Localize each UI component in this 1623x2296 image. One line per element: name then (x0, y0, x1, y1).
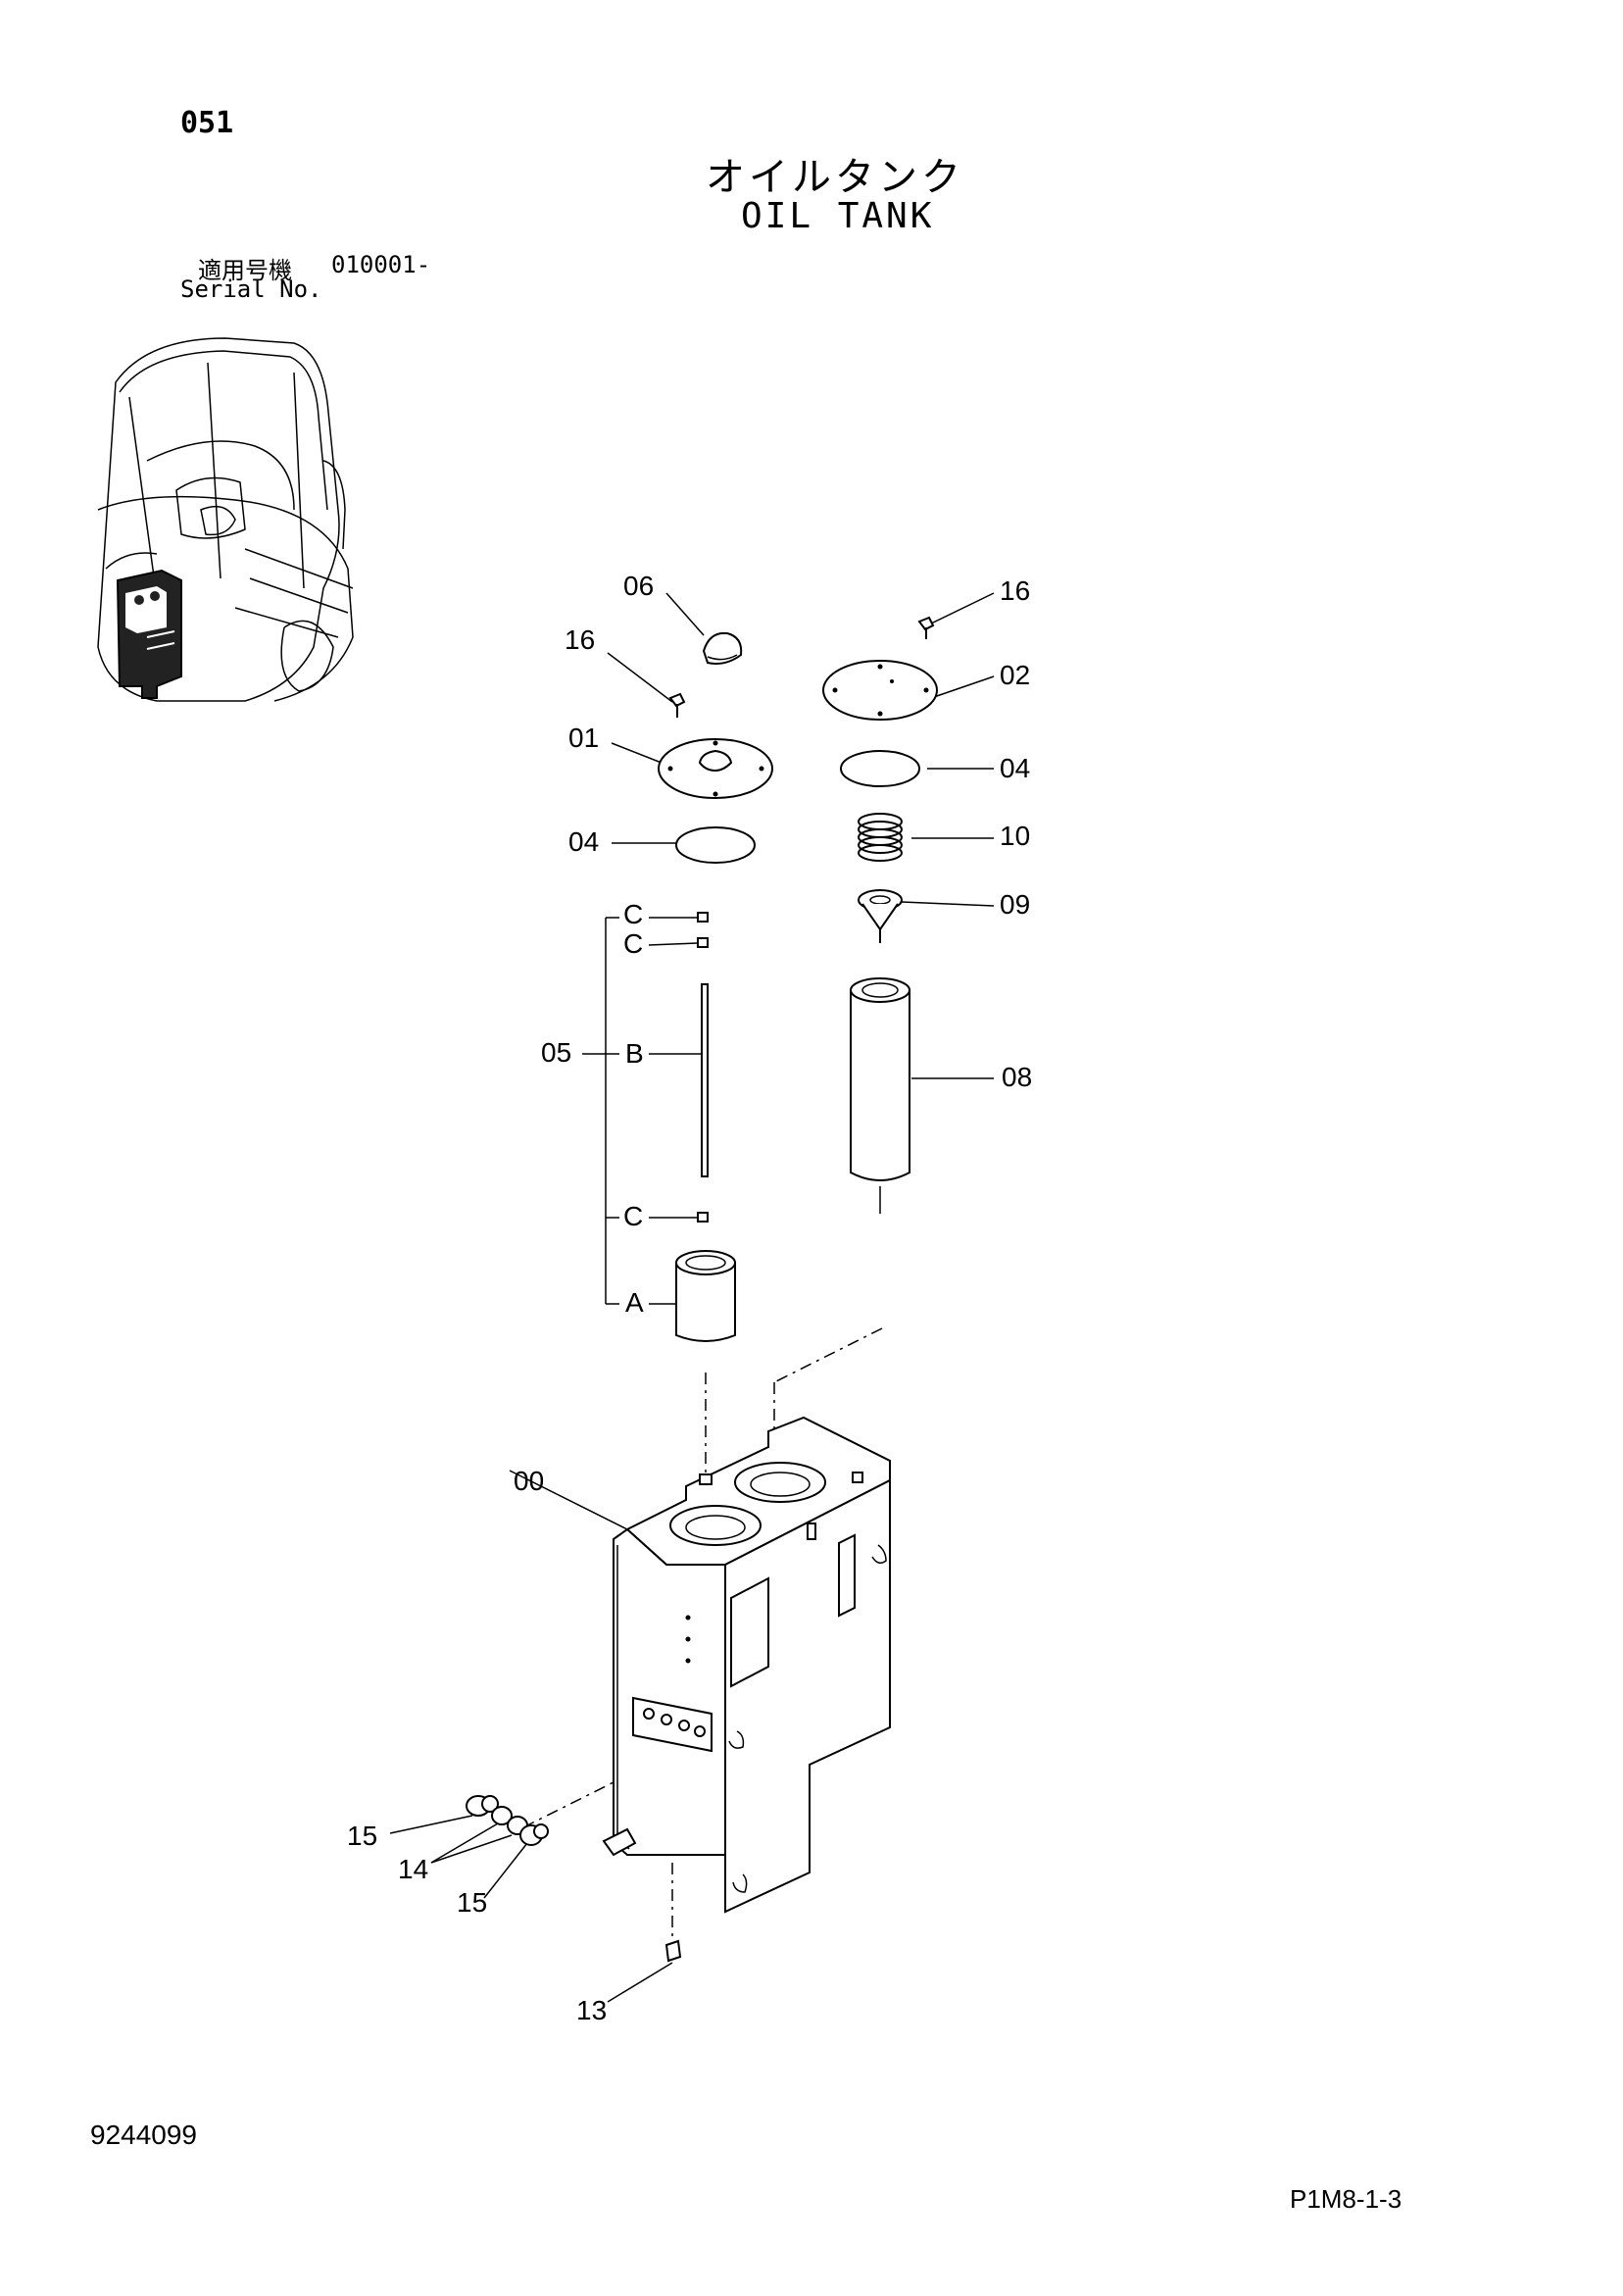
callout-sub-a: A (625, 1287, 644, 1318)
callout-02: 02 (1000, 660, 1030, 690)
part-10-spring (858, 813, 903, 862)
part-02-cover (822, 660, 938, 721)
callout-sub-c-2: C (623, 928, 643, 959)
page-number: 051 (180, 106, 234, 140)
callout-sub-c-3: C (623, 1201, 643, 1231)
callout-04-right: 04 (1000, 753, 1030, 783)
part-13-drain-plug (664, 1939, 682, 1963)
callout-sub-c-1: C (623, 899, 643, 929)
callout-08: 08 (1002, 1062, 1032, 1092)
part-14-adapter-1 (491, 1806, 513, 1825)
page-code: P1M8-1-3 (1290, 2184, 1402, 2214)
part-09-valve (858, 889, 903, 943)
part-08-filter-element (850, 977, 910, 1214)
page-title-japanese: オイルタンク (706, 155, 964, 200)
part-00-oil-tank (602, 1416, 891, 1914)
page-title-english: OIL TANK (741, 196, 935, 236)
document-number: 9244099 (90, 2120, 198, 2150)
callout-01: 01 (568, 723, 599, 753)
callout-16-right: 16 (1000, 575, 1030, 606)
part-15-plug-lower (519, 1823, 549, 1846)
part-16-bolt-right (917, 616, 935, 639)
part-05-b-rod (701, 983, 709, 1177)
callout-10: 10 (1000, 821, 1030, 851)
serial-label-japanese: 適用号機 (198, 257, 292, 284)
part-15-plug-upper (466, 1795, 499, 1817)
part-16-bolt-left (668, 692, 686, 718)
serial-value: 010001- (331, 251, 431, 278)
leader-lines (389, 592, 995, 2003)
part-01-cover (658, 738, 773, 799)
part-04-o-ring-right (840, 750, 920, 787)
callout-sub-b: B (625, 1038, 644, 1069)
callout-16-left: 16 (565, 624, 595, 655)
part-04-o-ring-left (675, 826, 756, 864)
machine-location-thumbnail (97, 337, 354, 702)
part-06-breather-cap (702, 631, 743, 665)
callout-05: 05 (541, 1037, 571, 1068)
callout-09: 09 (1000, 889, 1030, 920)
part-05-c-nut-1 (697, 912, 709, 923)
part-05-c-nut-3 (697, 1212, 709, 1223)
part-05-a-suction-strainer (675, 1250, 736, 1342)
callout-13: 13 (576, 1995, 607, 2025)
callout-04-left: 04 (568, 826, 599, 857)
part-05-c-nut-2 (697, 937, 709, 948)
callout-15-upper: 15 (347, 1821, 377, 1851)
callout-15-lower: 15 (457, 1887, 487, 1918)
callout-14: 14 (398, 1854, 428, 1884)
serial-label-english: Serial No. (180, 275, 322, 303)
callout-06: 06 (623, 571, 654, 601)
